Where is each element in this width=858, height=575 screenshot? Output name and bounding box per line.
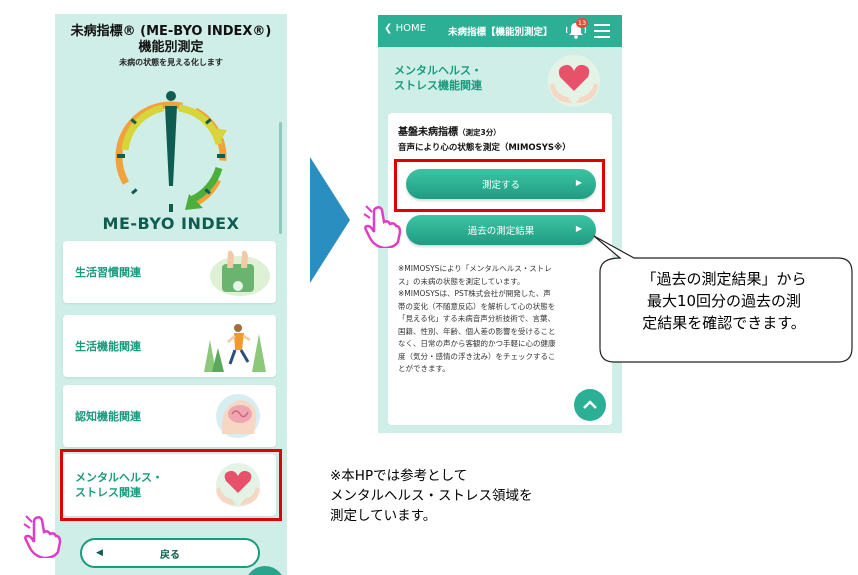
past-results-label: 過去の測定結果 bbox=[467, 226, 535, 237]
pointer-hand-icon bbox=[23, 515, 62, 558]
callout-line: 定結果を確認できます。 bbox=[642, 314, 806, 332]
heart-hands-illustration-icon bbox=[548, 55, 600, 107]
past-results-button[interactable]: 過去の測定結果 ▶ bbox=[406, 215, 596, 245]
section-title: メンタルヘルス・ ストレス機能関連 bbox=[394, 63, 482, 93]
category-screen: 未病指標® (ME-BYO INDEX®) 機能別測定 未病の状態を見える化しま… bbox=[55, 14, 287, 575]
card-heading-text: 基盤未病指標 bbox=[398, 127, 458, 138]
scrollbar[interactable] bbox=[279, 122, 282, 234]
note-line: 測定しています。 bbox=[330, 508, 437, 524]
note-line: なく、日常の声から客観的かつ手軽に心の健康 bbox=[398, 339, 556, 348]
app-header: ❮ HOME 未病指標【機能別測定】 13 bbox=[378, 15, 622, 47]
header-title: 未病指標【機能別測定】 bbox=[448, 27, 553, 38]
note-line: 国籍、性別、年齢、個人差の影響を受けること bbox=[398, 326, 556, 336]
category-label-line-2: ストレス関連 bbox=[75, 486, 141, 499]
highlight-mental-health bbox=[60, 449, 282, 521]
reference-note: ※本HPでは参考として メンタルヘルス・ストレス領域を 測定しています。 bbox=[330, 466, 533, 526]
note-line: 帯の変化（不随意反応）を解析して心の状態を bbox=[398, 301, 556, 311]
title-line-2: 機能別測定 bbox=[138, 40, 204, 55]
home-label: HOME bbox=[395, 23, 426, 34]
card-heading: 基盤未病指標（測定3分） bbox=[398, 123, 501, 138]
category-label: 生活習慣関連 bbox=[75, 265, 141, 279]
category-label: 認知機能関連 bbox=[75, 409, 141, 423]
note-line: ※MIMOSYSにより「メンタルヘルス・ストレ bbox=[398, 264, 552, 273]
measurement-card: 基盤未病指標（測定3分） 音声により心の状態を測定（MIMOSYS※） 測定する… bbox=[388, 113, 612, 425]
callout-text: 「過去の測定結果」から 最大10回分の過去の測 定結果を確認できます。 bbox=[608, 268, 840, 334]
category-mental-health-card[interactable]: メンタルヘルス・ ストレス関連 bbox=[63, 454, 276, 516]
home-link[interactable]: ❮ HOME bbox=[384, 23, 426, 34]
mimosys-note: ※MIMOSYSにより「メンタルヘルス・ストレ ス」の未病の状態を測定しています… bbox=[398, 263, 604, 376]
chevron-up-icon bbox=[583, 400, 597, 409]
title-line-1: 未病指標® (ME-BYO INDEX®) bbox=[70, 24, 272, 39]
play-triangle-icon: ▶ bbox=[575, 224, 582, 233]
category-life-function-card[interactable]: 生活機能関連 bbox=[63, 315, 276, 377]
mental-health-screen: ❮ HOME 未病指標【機能別測定】 13 メンタルヘルス・ ストレス機能関連 … bbox=[378, 15, 622, 433]
scroll-top-button[interactable] bbox=[574, 389, 606, 421]
note-line: ※本HPでは参考として bbox=[330, 468, 468, 484]
pointer-hand-icon bbox=[363, 205, 402, 248]
speech-bubble-callout bbox=[593, 235, 853, 363]
note-line: 「見える化」する未病音声分析技術で、言葉、 bbox=[398, 314, 555, 323]
notification-badge: 13 bbox=[576, 18, 588, 28]
scroll-top-button[interactable] bbox=[245, 566, 285, 575]
highlight-measure-button bbox=[394, 159, 605, 212]
section-title-line-1: メンタルヘルス・ bbox=[394, 64, 482, 77]
chevron-left-icon: ❮ bbox=[384, 23, 393, 34]
note-line: ス」の未病の状態を測定しています。 bbox=[398, 276, 525, 286]
brand-name: ME-BYO INDEX bbox=[102, 214, 240, 233]
hamburger-menu-icon[interactable] bbox=[594, 24, 610, 38]
back-label: 戻る bbox=[160, 549, 180, 561]
measure-button[interactable]: 測定する ▶ bbox=[406, 169, 596, 199]
note-line: メンタルヘルス・ストレス領域を bbox=[330, 488, 533, 504]
card-description: 音声により心の状態を測定（MIMOSYS※） bbox=[398, 143, 571, 153]
section-title-line-2: ストレス機能関連 bbox=[394, 79, 482, 92]
flow-arrow-icon bbox=[310, 157, 350, 283]
play-triangle-icon: ▶ bbox=[575, 178, 582, 187]
category-label: 生活機能関連 bbox=[75, 339, 141, 353]
page-subtitle: 未病の状態を見える化します bbox=[119, 58, 223, 67]
running-person-illustration-icon bbox=[204, 324, 266, 372]
category-cognitive-card[interactable]: 認知機能関連 bbox=[63, 385, 276, 447]
me-byo-clock-logo-icon bbox=[115, 91, 227, 213]
note-line: 度（気分・感情の浮き沈み）をチェックするこ bbox=[398, 351, 556, 361]
category-label: メンタルヘルス・ ストレス関連 bbox=[75, 470, 202, 500]
card-heading-duration: （測定3分） bbox=[458, 128, 501, 137]
back-button[interactable]: ◀ 戻る bbox=[80, 538, 260, 568]
heart-hands-illustration-icon bbox=[216, 463, 260, 507]
page-title: 未病指標® (ME-BYO INDEX®) 機能別測定 bbox=[55, 24, 287, 56]
note-line: ※MIMOSYSは、PST株式会社が開発した、声 bbox=[398, 289, 551, 298]
measure-label: 測定する bbox=[481, 180, 520, 191]
left-triangle-icon: ◀ bbox=[96, 548, 103, 558]
category-lifestyle-card[interactable]: 生活習慣関連 bbox=[63, 241, 276, 303]
category-label-line-1: メンタルヘルス・ bbox=[75, 471, 163, 484]
note-line: とができます。 bbox=[398, 364, 450, 373]
callout-line: 「過去の測定結果」から bbox=[641, 270, 807, 288]
scale-feet-illustration-icon bbox=[210, 250, 270, 296]
brain-head-illustration-icon bbox=[216, 394, 260, 438]
callout-line: 最大10回分の過去の測 bbox=[646, 292, 802, 310]
